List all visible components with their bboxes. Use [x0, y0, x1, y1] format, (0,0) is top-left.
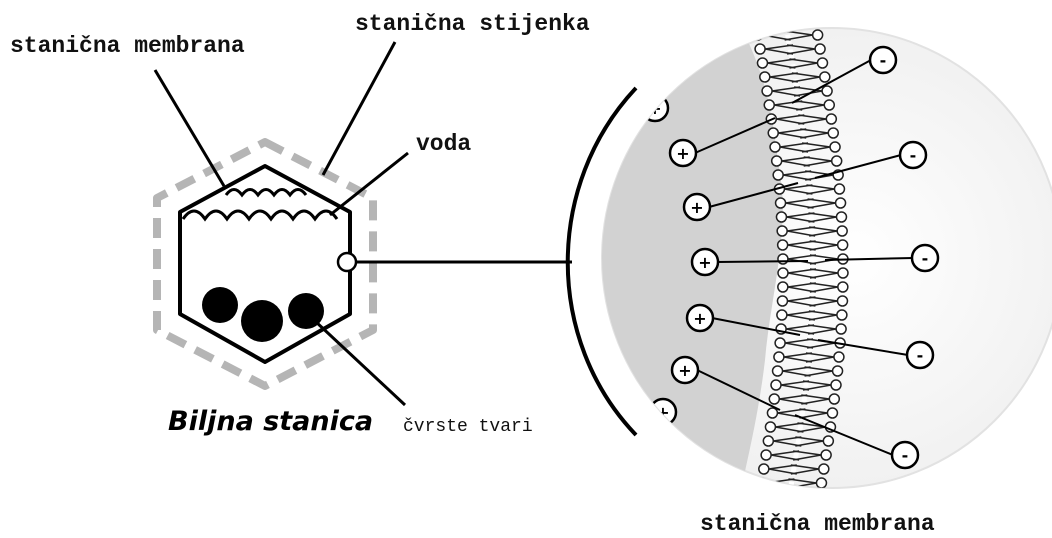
leader-wall [323, 42, 395, 175]
solid-particle [241, 300, 283, 342]
lipid [786, 492, 824, 502]
svg-text:+: + [648, 99, 661, 118]
negative-ion: - [900, 142, 926, 168]
attraction-line [717, 261, 808, 262]
svg-text:+: + [678, 361, 691, 380]
svg-text:-: - [922, 249, 929, 268]
positive-ion: + [692, 249, 718, 275]
svg-text:-: - [917, 346, 924, 365]
lipid [754, 492, 792, 502]
negative-ion: - [870, 47, 896, 73]
svg-text:+: + [698, 253, 711, 272]
positive-ion: + [672, 357, 698, 383]
positive-ion: + [684, 194, 710, 220]
solids-label: čvrste tvari [403, 417, 533, 437]
negative-ion: - [892, 442, 918, 468]
positive-ion: + [687, 305, 713, 331]
water-label: voda [416, 131, 471, 157]
solid-particle [202, 287, 238, 323]
svg-text:-: - [902, 446, 909, 465]
svg-text:-: - [880, 51, 887, 70]
leader-membrane [155, 70, 224, 186]
positive-ion: + [670, 140, 696, 166]
zoom-membrane-label: stanična membrana [700, 511, 935, 537]
diagram-title: Biljna stanica [168, 406, 373, 437]
zoom-view: +-+-+-+-+-++ [560, 0, 1052, 538]
plant-cell [157, 142, 373, 386]
positive-ion-partial: + [650, 399, 676, 425]
cell-membrane-label: stanična membrana [10, 33, 245, 59]
svg-text:+: + [690, 198, 703, 217]
svg-text:-: - [910, 146, 917, 165]
positive-ion-partial: + [642, 95, 668, 121]
zoom-marker [338, 253, 356, 271]
svg-text:+: + [693, 309, 706, 328]
negative-ion: - [907, 342, 933, 368]
cell-wall-label: stanična stijenka [355, 11, 590, 37]
svg-text:+: + [676, 144, 689, 163]
negative-ion: - [912, 245, 938, 271]
